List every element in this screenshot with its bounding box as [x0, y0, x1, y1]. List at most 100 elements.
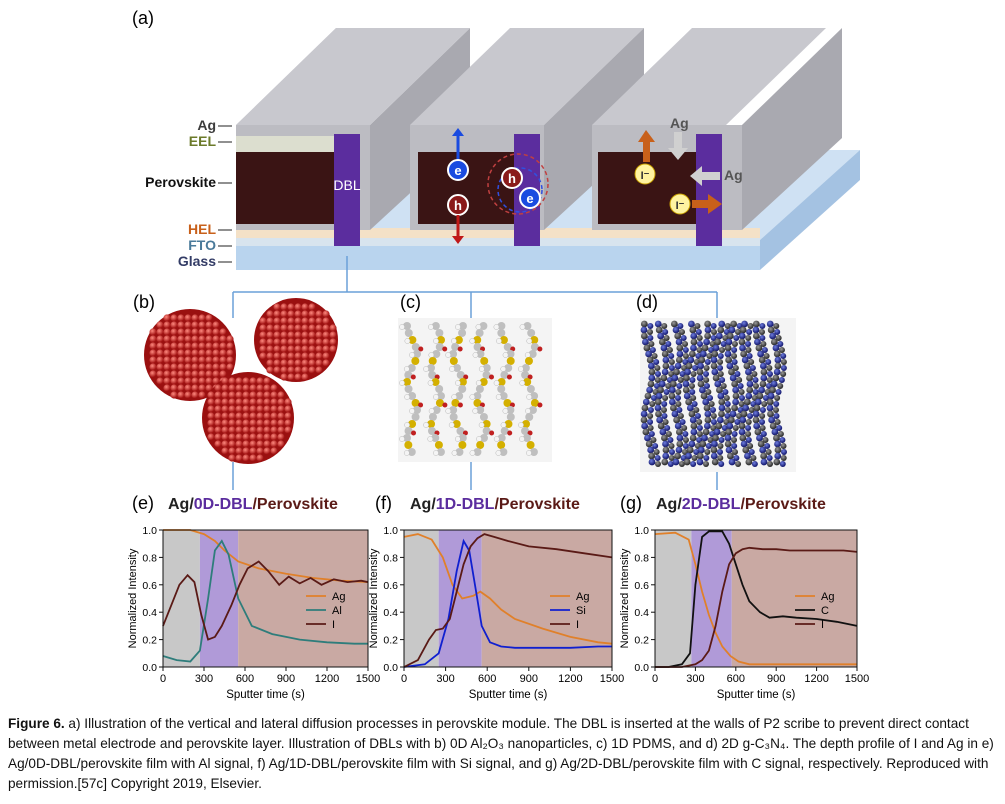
- device-schematic: Ag EEL Perovskite HEL FTO Glass DBL e h: [145, 28, 860, 270]
- shaded-region: [199, 530, 239, 667]
- svg-text:e: e: [526, 191, 533, 206]
- x-axis-label: Sputter time (s): [717, 689, 796, 701]
- y-tick-label: 0.2: [634, 635, 649, 647]
- layer-labels: Ag EEL Perovskite HEL FTO Glass: [145, 117, 216, 269]
- panel-label-g: (g): [620, 493, 642, 513]
- legend-label: Ag: [332, 591, 345, 603]
- g-c3n4-sheet-illustration: [640, 320, 787, 467]
- label-glass: Glass: [178, 253, 216, 269]
- nanoparticle: [202, 372, 294, 464]
- x-tick-label: 1200: [558, 673, 582, 685]
- connector-lines: [232, 256, 718, 490]
- panel-label-d: (d): [636, 292, 658, 312]
- legend-label: I: [576, 619, 579, 631]
- x-tick-label: 300: [436, 673, 454, 685]
- y-tick-label: 0.6: [634, 580, 649, 592]
- x-tick-label: 1200: [315, 673, 339, 685]
- gcn-sheet: [724, 320, 745, 467]
- dbl-wall-1: [334, 134, 360, 246]
- x-tick-label: 1200: [804, 673, 828, 685]
- plot-frame: [162, 529, 369, 668]
- pdms-chain: [399, 322, 424, 456]
- shaded-region: [691, 530, 732, 667]
- gcn-sheet: [668, 320, 689, 467]
- series-line-i: [162, 560, 369, 641]
- legend-label: Al: [332, 605, 342, 617]
- y-axis-label: Normalized Intensity: [619, 548, 631, 648]
- y-tick-label: 0.8: [142, 552, 157, 564]
- y-tick-label: 0.8: [634, 552, 649, 564]
- x-tick-label: 300: [195, 673, 213, 685]
- gcn-sheet: [752, 320, 773, 467]
- legend-label: I: [332, 619, 335, 631]
- svg-text:I⁻: I⁻: [641, 170, 650, 182]
- label-perovskite: Perovskite: [145, 174, 216, 190]
- x-axis-label: Sputter time (s): [469, 689, 548, 701]
- hole-icon-2: [501, 167, 523, 189]
- panel-label-f: (f): [375, 493, 392, 513]
- shaded-region: [655, 530, 692, 667]
- pdms-chain-illustration: [399, 322, 543, 456]
- series-line-c: [655, 530, 858, 668]
- legend-label: Ag: [576, 591, 589, 603]
- y-tick-label: 0.0: [634, 662, 649, 674]
- pdms-chain: [445, 322, 469, 456]
- series-line-al: [162, 539, 368, 663]
- x-tick-label: 0: [401, 673, 407, 685]
- y-tick-label: 0.8: [383, 552, 398, 564]
- figure-caption: Figure 6. a) Illustration of the vertica…: [8, 714, 998, 794]
- label-fto: FTO: [188, 237, 216, 253]
- ag-arrow-label-top: Ag: [670, 115, 689, 131]
- y-tick-label: 0.4: [634, 607, 649, 619]
- panel-label-c: (c): [400, 292, 421, 312]
- x-tick-label: 0: [160, 673, 166, 685]
- pdms-chain: [493, 322, 516, 456]
- y-tick-label: 1.0: [142, 525, 157, 537]
- x-tick-label: 900: [277, 673, 295, 685]
- x-tick-label: 1500: [845, 673, 869, 685]
- legend-label: Si: [576, 605, 586, 617]
- y-axis-label: Normalized Intensity: [127, 548, 139, 648]
- figure-canvas: (a): [127, 8, 869, 701]
- y-tick-label: 0.2: [142, 635, 157, 647]
- x-tick-label: 600: [236, 673, 254, 685]
- shaded-region: [438, 530, 482, 667]
- series-line-i: [655, 546, 858, 668]
- legend-label: Ag: [821, 591, 834, 603]
- electron-icon: [447, 159, 469, 181]
- svg-text:h: h: [454, 198, 462, 213]
- series-line-ag: [403, 533, 613, 645]
- series-line-i: [403, 533, 613, 668]
- dbl-wall-3: [696, 134, 722, 246]
- legend-label: I: [821, 619, 824, 631]
- gcn-sheet: [654, 320, 675, 467]
- iodide-icon-2: [669, 193, 691, 215]
- series-line-si: [403, 538, 612, 668]
- label-hel: HEL: [188, 221, 216, 237]
- x-tick-label: 900: [520, 673, 538, 685]
- shaded-region: [238, 530, 368, 667]
- x-tick-label: 1500: [356, 673, 380, 685]
- y-tick-label: 1.0: [634, 525, 649, 537]
- legend-label: C: [821, 605, 829, 617]
- x-tick-label: 900: [767, 673, 785, 685]
- caption-label: Figure 6.: [8, 716, 65, 731]
- gcn-sheet: [696, 320, 717, 467]
- glass-layer-front: [236, 240, 760, 270]
- y-tick-label: 0.0: [383, 662, 398, 674]
- pdms-chain: [423, 322, 448, 456]
- shaded-region: [481, 530, 612, 667]
- module-cell-3: [592, 28, 842, 246]
- series-line-ag: [163, 529, 369, 583]
- gcn-sheet: [640, 320, 661, 467]
- chart-title-g: Ag/2D-DBL/Perovskite: [656, 496, 826, 513]
- shaded-region: [404, 530, 439, 667]
- plot-frame: [403, 529, 613, 668]
- hel-layer: [236, 228, 760, 238]
- x-tick-label: 300: [686, 673, 704, 685]
- carrier-diagram-vertical: e h h e: [447, 128, 549, 244]
